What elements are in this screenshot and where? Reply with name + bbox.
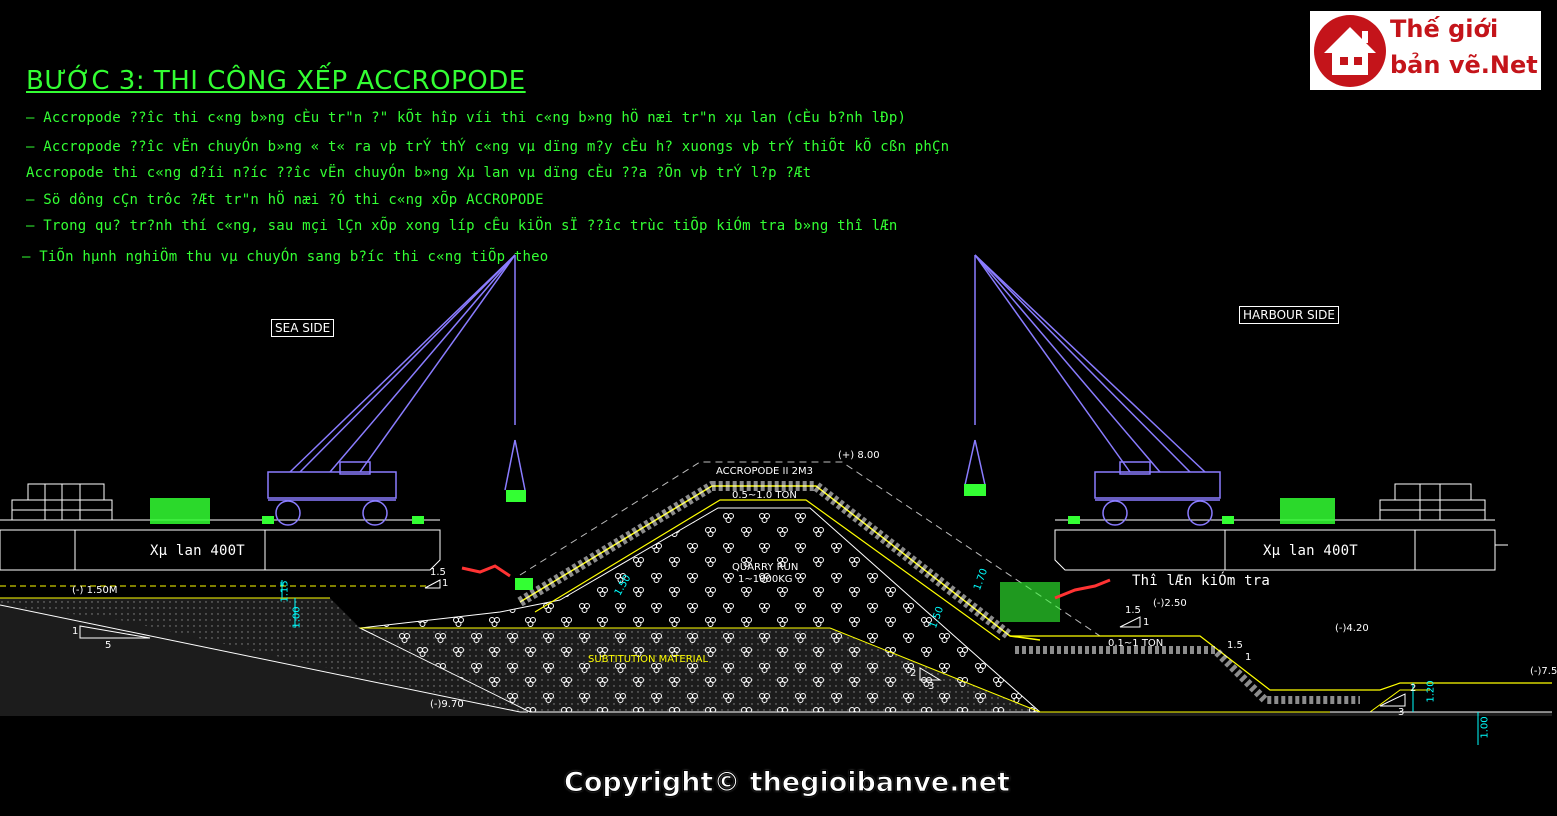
toe-underlayer bbox=[1010, 635, 1552, 691]
slope-label: 1 bbox=[72, 626, 79, 637]
slope-label: 1 bbox=[442, 578, 449, 589]
barge-right bbox=[1054, 483, 1496, 571]
logo-text-main: bản vẽ. bbox=[1390, 51, 1490, 79]
dimension-label: 1.15 bbox=[279, 580, 291, 603]
diver-right bbox=[1054, 578, 1111, 600]
dimension-label: 1.20 bbox=[1425, 680, 1437, 703]
harbour-side-label: HARBOUR SIDE bbox=[1239, 306, 1339, 324]
accropode-label: ACCROPODE II 2M3 bbox=[716, 466, 813, 477]
barge-right-label: Xµ lan 400T bbox=[1263, 543, 1358, 559]
diver-label: Thî lÆn kiÓm tra bbox=[1132, 573, 1271, 589]
sea-side-label: SEA SIDE bbox=[271, 319, 335, 337]
top-level-label: (+) 8.00 bbox=[838, 450, 880, 461]
note-line: Accropode thi c«ng d?íi n?íc ??îc vËn ch… bbox=[26, 165, 812, 181]
slope-label: 1.5 bbox=[1227, 640, 1243, 651]
crane-right bbox=[964, 254, 1221, 526]
armor-label: 0.5~1.0 TON bbox=[732, 490, 797, 501]
note-line: – TiÕn hµnh nghiÖm thu vµ chuyÓn sang b?… bbox=[22, 249, 549, 265]
copyright-watermark: Copyright© thegioibanve.net bbox=[564, 767, 1011, 799]
slope-label: 3 bbox=[928, 681, 935, 692]
slope-label: 1 bbox=[1143, 617, 1150, 628]
note-line: – Trong qu? tr?nh thí c«ng, sau mçi lÇn … bbox=[26, 218, 898, 234]
core-label-2: 1~1000KG bbox=[738, 574, 793, 585]
level-label: (-)4.20 bbox=[1335, 623, 1369, 634]
slope-label: 1 bbox=[1245, 652, 1252, 663]
level-label: (-) 1.50M bbox=[72, 585, 118, 596]
site-logo[interactable]: Thế giới bản vẽ.Net bbox=[1310, 11, 1541, 90]
level-label: (-)7.5 bbox=[1530, 666, 1557, 677]
substitution-label: SUBTITUTION MATERIAL bbox=[588, 654, 709, 665]
slope-label: 2 bbox=[1410, 683, 1417, 694]
note-line: – Accropode ??îc thi c«ng b»ng cÈu tr"n … bbox=[26, 110, 907, 126]
page-title: BƯỚC 3: THI CÔNG XẾP ACCROPODE bbox=[26, 66, 526, 96]
crane-left bbox=[267, 254, 526, 526]
slope-label: 3 bbox=[1398, 707, 1405, 718]
logo-text-net: Net bbox=[1489, 51, 1538, 79]
slope-label: 1.5 bbox=[430, 567, 446, 578]
house-icon bbox=[1314, 15, 1386, 87]
barge-left bbox=[0, 483, 441, 571]
core-label-1: QUARRY RUN bbox=[732, 562, 799, 573]
underlayer-label: 0.1~1 TON bbox=[1108, 638, 1164, 649]
dimension-label: 1.00 bbox=[1479, 716, 1491, 739]
diver-left bbox=[461, 564, 511, 578]
dimension-label: 1.00 bbox=[291, 606, 303, 629]
accropode-left-hook bbox=[506, 490, 526, 502]
level-label: (-)9.70 bbox=[430, 699, 464, 710]
slope-label: 2 bbox=[910, 668, 917, 679]
slope-label: 1.5 bbox=[1125, 605, 1141, 616]
level-label: (-)2.50 bbox=[1153, 598, 1187, 609]
logo-text-line1: Thế giới bbox=[1390, 15, 1499, 43]
note-line: – Sö dông cÇn trôc ?Æt tr"n hÖ næi ?Ó th… bbox=[26, 192, 544, 208]
slope-label: 5 bbox=[105, 640, 112, 651]
note-line: – Accropode ??îc vËn chuyÓn b»ng « t« ra… bbox=[26, 139, 950, 155]
barge-left-label: Xµ lan 400T bbox=[150, 543, 245, 559]
logo-text-line2: bản vẽ.Net bbox=[1390, 51, 1538, 79]
